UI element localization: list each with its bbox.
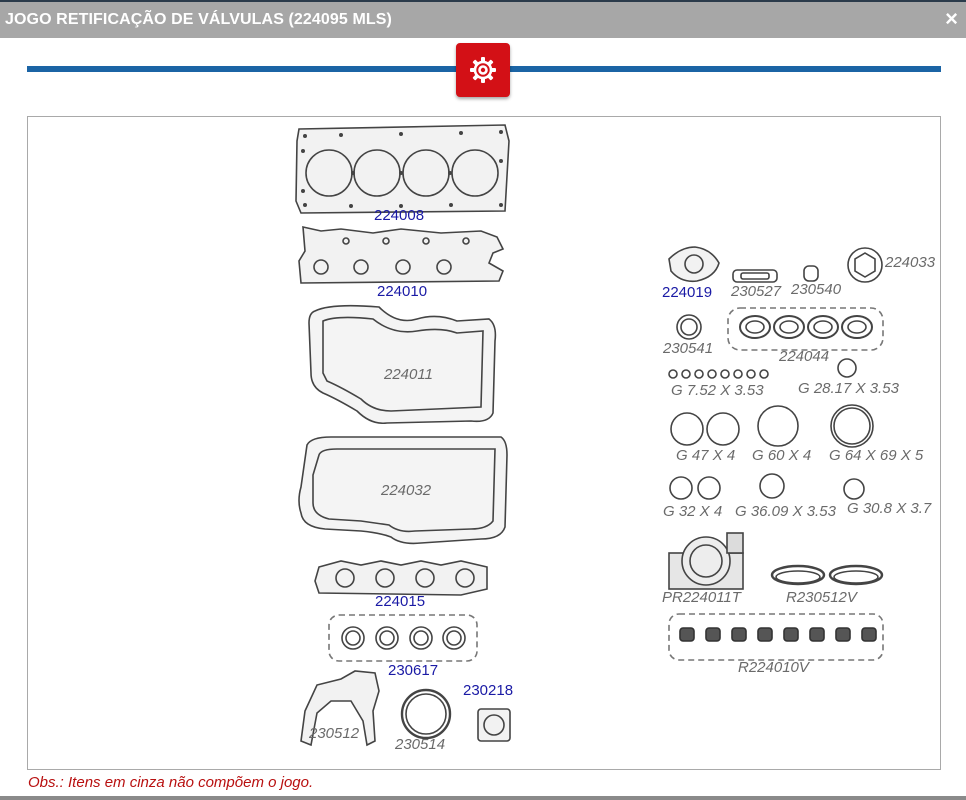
part-r224010v-label: R224010V [738,659,809,676]
part-r230512v-shape [770,564,884,586]
part-224033-shape [847,247,883,283]
part-g308-label: G 30.8 X 3.7 [847,500,932,517]
part-g47-shape [670,412,740,446]
part-224011-label: 224011 [384,366,433,383]
part-230541-shape [676,314,702,340]
part-g47-label: G 47 X 4 [676,447,736,464]
part-230541-label: 230541 [663,340,714,357]
bottom-border [0,796,966,800]
part-g64-label: G 64 X 69 X 5 [829,447,924,464]
part-230218-shape [477,708,511,742]
part-230617-shape [328,614,478,662]
gasket-diagram: 224008 224010 224011 224032 224015 23061… [27,116,941,770]
part-g60-shape [757,405,799,447]
part-224008-label[interactable]: 224008 [374,207,425,224]
part-g60-label: G 60 X 4 [752,447,812,464]
part-230527-shape [732,269,778,283]
part-230540-label: 230540 [791,281,842,298]
close-icon[interactable]: × [945,6,958,31]
window-title: JOGO RETIFICAÇÃO DE VÁLVULAS (224095 MLS… [5,11,392,28]
part-224010-shape [298,225,505,284]
part-230514-label: 230514 [395,736,446,753]
part-g2817-shape [837,358,857,378]
parts-drawing [295,124,884,747]
part-g64-shape [830,404,874,448]
part-230617-label[interactable]: 230617 [388,662,439,679]
settings-button[interactable] [456,43,510,97]
part-pr224011t-label: PR224011T [662,589,741,606]
footnote: Obs.: Itens em cinza não compõem o jogo. [28,774,314,791]
part-224010-label[interactable]: 224010 [377,283,428,300]
part-230218-label[interactable]: 230218 [463,682,514,699]
gear-icon [470,57,496,83]
part-230540-shape [803,265,819,282]
part-224044-shape [727,307,884,351]
part-224033-label: 224033 [885,254,936,271]
part-g3609-shape [759,473,785,499]
part-g752-label: G 7.52 X 3.53 [671,382,764,399]
part-230512-shape [300,670,380,747]
part-224032-shape [298,436,508,545]
part-224019-label[interactable]: 224019 [662,284,713,301]
part-224011-shape [308,304,497,425]
part-224044-label: 224044 [779,348,830,365]
part-r224010v-shape [668,613,884,661]
part-g3609-label: G 36.09 X 3.53 [735,503,836,520]
part-230514-shape [400,688,452,740]
title-bar: JOGO RETIFICAÇÃO DE VÁLVULAS (224095 MLS… [0,0,966,38]
part-224015-shape [314,560,488,596]
part-g32-shape [669,476,721,500]
part-g32-label: G 32 X 4 [663,503,723,520]
part-g308-shape [843,478,865,500]
part-pr224011t-shape [668,532,744,590]
part-230512-label: 230512 [309,725,360,742]
part-g2817-label: G 28.17 X 3.53 [798,380,899,397]
part-224015-label[interactable]: 224015 [375,593,426,610]
part-224019-shape [668,246,720,283]
part-g752-shape [668,369,769,379]
part-r230512v-label: R230512V [786,589,857,606]
part-224008-shape [295,124,510,214]
part-230527-label: 230527 [731,283,782,300]
part-224032-label: 224032 [381,482,432,499]
